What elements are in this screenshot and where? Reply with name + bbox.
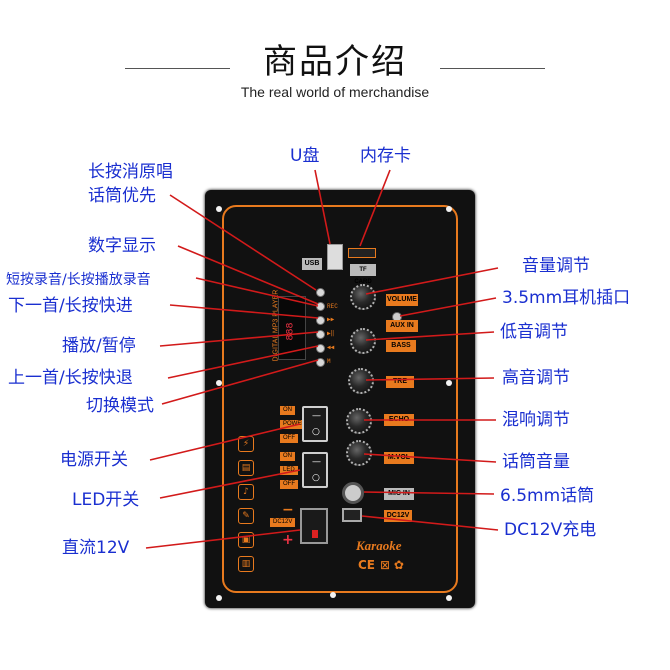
mic-volume-knob[interactable]	[346, 440, 372, 466]
power-on-tag: ON	[280, 406, 295, 415]
label-echo: 混响调节	[502, 410, 570, 430]
led-switch[interactable]: —○	[302, 452, 328, 488]
usb-port[interactable]	[327, 244, 343, 270]
mode-icon-2: ▤	[238, 460, 254, 476]
brand-logo: Karaoke	[356, 538, 402, 553]
panel-frame	[222, 205, 458, 593]
label-tf-card: 内存卡	[360, 146, 411, 166]
label-mic-volume: 话筒音量	[502, 452, 570, 472]
minus-sign: −	[282, 502, 294, 518]
led-off-tag: OFF	[280, 480, 298, 489]
led-tag: LED	[280, 466, 298, 475]
header-line-right	[440, 68, 545, 69]
power-tag: POWER	[280, 420, 309, 429]
label-mic-priority: 话筒优先	[88, 186, 156, 206]
screw	[446, 380, 452, 386]
label-treble: 高音调节	[502, 368, 570, 388]
mode-icon-3: ♪	[238, 484, 254, 500]
mode-icon-6: ▥	[238, 556, 254, 572]
prev-button[interactable]	[316, 344, 325, 353]
treble-knob[interactable]	[348, 368, 374, 394]
next-icon: ▶▶	[327, 316, 335, 323]
label-next: 下一首/长按快进	[8, 296, 133, 316]
mode-icon: M	[327, 358, 331, 365]
label-dc12v: 直流12V	[62, 538, 130, 558]
page-subtitle: The real world of merchandise	[240, 84, 430, 100]
record-icon: REC	[327, 303, 338, 310]
ce-mark: CE	[358, 558, 376, 572]
screw	[216, 380, 222, 386]
screw	[446, 595, 452, 601]
power-off-tag: OFF	[280, 434, 298, 443]
record-button[interactable]	[316, 302, 325, 311]
prev-icon: ◀◀	[327, 344, 335, 351]
aux-tag: AUX IN	[386, 320, 418, 332]
label-prev: 上一首/长按快退	[8, 368, 133, 388]
label-long-press-vocal: 长按消原唱	[88, 162, 173, 182]
header-line-left	[125, 68, 230, 69]
bass-knob[interactable]	[350, 328, 376, 354]
screw	[216, 206, 222, 212]
label-record: 短按录音/长按播放录音	[6, 272, 151, 288]
mode-button[interactable]	[316, 358, 325, 367]
label-dc-charge: DC12V充电	[504, 520, 597, 540]
dc-terminal[interactable]	[300, 508, 328, 544]
play-pause-button[interactable]	[316, 330, 325, 339]
label-digital-display: 数字显示	[88, 236, 156, 256]
bass-tag: BASS	[386, 340, 416, 352]
mic-jack[interactable]	[342, 482, 364, 504]
echo-knob[interactable]	[346, 408, 372, 434]
plus-sign: +	[282, 532, 294, 548]
tf-card-tag: TF CARD	[350, 264, 376, 285]
dc-jack[interactable]	[342, 508, 362, 522]
volume-tag: VOLUME	[386, 294, 418, 306]
label-volume: 音量调节	[522, 256, 590, 276]
power-switch[interactable]: —○	[302, 406, 328, 442]
label-mode: 切换模式	[86, 396, 154, 416]
vocal-cut-button[interactable]	[316, 288, 325, 297]
label-play-pause: 播放/暂停	[62, 336, 136, 356]
label-usb: U盘	[290, 146, 320, 166]
mode-icon-5: ▣	[238, 532, 254, 548]
label-power: 电源开关	[60, 450, 128, 470]
screw	[330, 592, 336, 598]
mic-in-tag: MIC IN	[384, 488, 414, 500]
volume-knob[interactable]	[350, 284, 376, 310]
dc12v-tag: DC12V	[270, 518, 296, 527]
recycle-icon: ⊠ ✿	[380, 558, 404, 572]
terminal-red-clip	[312, 530, 318, 538]
led-on-tag: ON	[280, 452, 295, 461]
screw	[446, 206, 452, 212]
screw	[216, 595, 222, 601]
label-bass: 低音调节	[500, 322, 568, 342]
label-aux: 3.5mm耳机插口	[502, 288, 631, 308]
mode-icon-4: ✎	[238, 508, 254, 524]
next-button[interactable]	[316, 316, 325, 325]
page-title: 商品介绍	[263, 42, 407, 82]
tf-card-slot[interactable]	[348, 248, 376, 258]
label-mic-jack: 6.5mm话筒	[500, 486, 595, 506]
play-pause-icon: ▶‖	[327, 330, 335, 337]
label-led: LED开关	[72, 490, 140, 510]
usb-tag: USB	[302, 258, 322, 270]
